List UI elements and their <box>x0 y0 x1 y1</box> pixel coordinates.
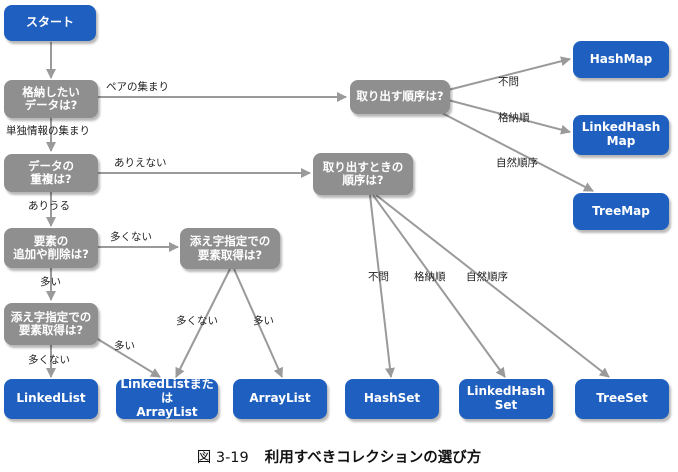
node-add-remove-label: 要素の 追加や削除は? <box>13 233 89 261</box>
arrow-map-order-to-hashmap <box>447 56 571 91</box>
node-what-data: 格納したい データは? <box>4 80 98 118</box>
node-linkedlist-label: LinkedList <box>16 391 86 406</box>
node-linkedhashmap: LinkedHash Map <box>573 115 669 155</box>
node-set-order-label: 取り出すときの 順序は? <box>322 159 404 187</box>
edge-label-many-index-left: 多い <box>114 340 135 352</box>
arrow-set-order-to-hashset <box>369 194 395 378</box>
node-treeset: TreeSet <box>575 379 669 419</box>
node-index-access-mid: 添え字指定での 要素取得は? <box>180 228 280 269</box>
node-map-order: 取り出す順序は? <box>350 80 450 114</box>
edge-label-many-index-mid: 多い <box>253 315 274 327</box>
node-index-access-mid-label: 添え字指定での 要素取得は? <box>189 234 271 262</box>
node-treemap: TreeMap <box>573 193 669 230</box>
node-set-order: 取り出すときの 順序は? <box>313 153 413 195</box>
node-start-label: スタート <box>25 15 74 30</box>
node-linkedhashmap-label: LinkedHash Map <box>581 120 661 148</box>
edge-label-no-dup: ありえない <box>114 157 167 169</box>
arrow-map-order-to-linkedhashmap <box>447 99 571 135</box>
arrow-set-order-to-linkedhashset <box>372 194 506 378</box>
figure-number: 図 3-19 <box>196 450 249 466</box>
node-linkedhashset: LinkedHash Set <box>459 379 553 419</box>
arrow-index-mid-to-arraylist <box>233 268 283 378</box>
node-hashset: HashSet <box>345 379 439 419</box>
figure-title: 利用すべきコレクションの選び方 <box>264 450 482 466</box>
arrow-map-order-to-treemap <box>439 111 594 192</box>
node-arraylist-label: ArrayList <box>249 391 311 406</box>
figure-caption: 図 3-19 利用すべきコレクションの選び方 <box>0 446 678 467</box>
node-arraylist: ArrayList <box>233 379 327 419</box>
arrow-set-order-to-treeset <box>375 194 610 378</box>
node-treeset-label: TreeSet <box>596 391 648 406</box>
arrow-index-mid-to-either <box>175 268 231 378</box>
edge-label-insertion-map: 格納順 <box>498 112 530 124</box>
node-hashmap-label: HashMap <box>589 51 653 66</box>
node-hashmap: HashMap <box>573 41 669 78</box>
edge-label-natural-map: 自然順序 <box>496 157 538 169</box>
edge-label-may-dup: ありうる <box>28 200 70 212</box>
node-index-access-left: 添え字指定での 要素取得は? <box>4 303 98 345</box>
node-map-order-label: 取り出す順序は? <box>356 89 444 104</box>
node-treemap-label: TreeMap <box>592 203 650 218</box>
node-start: スタート <box>4 5 96 41</box>
node-what-data-label: 格納したい データは? <box>22 84 80 112</box>
edge-label-insertion-set: 格納順 <box>414 271 446 283</box>
node-add-remove: 要素の 追加や削除は? <box>4 228 98 268</box>
edge-label-single: 単独情報の集まり <box>6 125 90 137</box>
edge-label-natural-set: 自然順序 <box>466 271 508 283</box>
node-linkedlist-or-arraylist-label: LinkedListまたは ArrayList <box>120 377 214 419</box>
node-hashset-label: HashSet <box>363 391 421 406</box>
edge-label-few-index-left: 多くない <box>28 354 70 366</box>
edge-label-unordered-map: 不問 <box>498 76 519 88</box>
edge-label-few-index-mid: 多くない <box>176 315 218 327</box>
node-linkedlist: LinkedList <box>4 379 98 419</box>
arrow-index-left-to-either <box>95 337 161 378</box>
edge-label-pair: ペアの集まり <box>106 81 169 93</box>
node-linkedlist-or-arraylist: LinkedListまたは ArrayList <box>116 377 218 419</box>
edge-label-many-addremove: 多い <box>40 276 61 288</box>
node-duplicates: データの 重複は? <box>4 154 98 192</box>
node-index-access-left-label: 添え字指定での 要素取得は? <box>10 309 92 337</box>
node-duplicates-label: データの 重複は? <box>28 158 74 186</box>
edge-label-few-addremove: 多くない <box>110 231 152 243</box>
node-linkedhashset-label: LinkedHash Set <box>466 384 546 412</box>
edge-label-unordered-set: 不問 <box>368 271 389 283</box>
